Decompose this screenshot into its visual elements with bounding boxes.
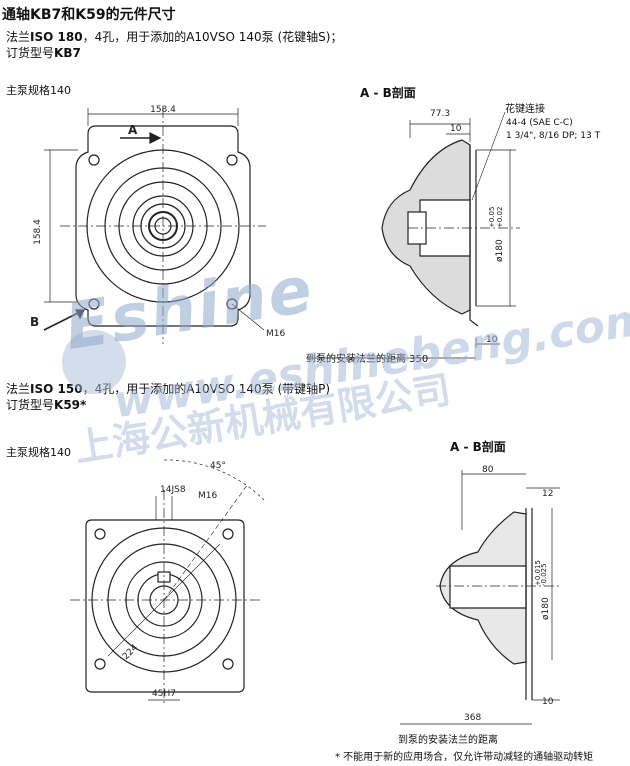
section-view-kb7 <box>306 111 520 359</box>
spline-title: 花键连接 <box>505 104 545 115</box>
dim-total-2: 368 <box>464 713 481 723</box>
dim-depth-1: 77.3 <box>430 109 450 119</box>
dim-bottom-thk-1: 10 <box>486 335 498 345</box>
dim-angle-2: 45° <box>210 461 226 471</box>
spline-line2: 1 3/4", 8/16 DP; 13 T <box>506 131 601 141</box>
dim-thk-bottom-2: 10 <box>542 697 554 707</box>
dim-width-1: 158.4 <box>150 105 176 115</box>
dim-tol-hi-2: +0.015 <box>534 560 542 586</box>
spec-line-k59: 法兰ISO 150，4孔，用于添加的A10VSO 140泵 (带键轴P) <box>6 382 331 396</box>
distance-text-2: 到泵的安装法兰的距离 <box>398 735 498 746</box>
dim-tol-hi-1: +0.05 <box>488 207 496 228</box>
watermark-logo-icon <box>62 330 126 394</box>
dim-height-1: 158.4 <box>33 219 43 245</box>
section-label-b: B <box>30 315 39 329</box>
order-line-k59: 订货型号K59* <box>6 398 87 412</box>
dim-js8-2: 14JS8 <box>160 485 186 495</box>
front-view-k59 <box>70 459 265 706</box>
dim-thk-top-2: 12 <box>542 489 553 499</box>
dim-diag-2: 224 <box>121 643 140 662</box>
section-view-label-2: A - B剖面 <box>450 440 506 454</box>
dim-bolt-2: M16 <box>198 491 217 501</box>
order-line-kb7: 订货型号KB7 <box>6 46 81 60</box>
section-label-a: A <box>128 123 138 137</box>
size-label-2: 主泵规格140 <box>6 446 71 459</box>
dim-tol-lo-2: -0.025 <box>540 563 548 586</box>
dim-key-2: 45H7 <box>152 689 176 699</box>
dim-tol-lo-1: +0.02 <box>496 207 504 228</box>
dim-bolt-1: M16 <box>266 329 285 339</box>
section-view-k59 <box>400 470 560 725</box>
distance-text-1: 到泵的安装法兰的距离 350 <box>306 354 429 365</box>
front-view-kb7 <box>43 108 266 344</box>
dim-diameter-1: ø180 <box>495 239 505 262</box>
page-title: 通轴KB7和K59的元件尺寸 <box>2 7 176 23</box>
dim-flange-thk-1: 10 <box>450 124 462 134</box>
dim-depth-2: 80 <box>482 465 494 475</box>
size-label-1: 主泵规格140 <box>6 84 71 97</box>
section-view-label-1: A - B剖面 <box>360 86 416 100</box>
spline-line1: 44-4 (SAE C-C) <box>506 118 573 128</box>
footnote: * 不能用于新的应用场合，仅允许带动减轻的通轴驱动转矩 <box>335 752 594 763</box>
dim-diameter-2: ø180 <box>541 597 551 620</box>
spec-line-kb7: 法兰ISO 180，4孔，用于添加的A10VSO 140泵 (花键轴S)； <box>6 30 343 44</box>
